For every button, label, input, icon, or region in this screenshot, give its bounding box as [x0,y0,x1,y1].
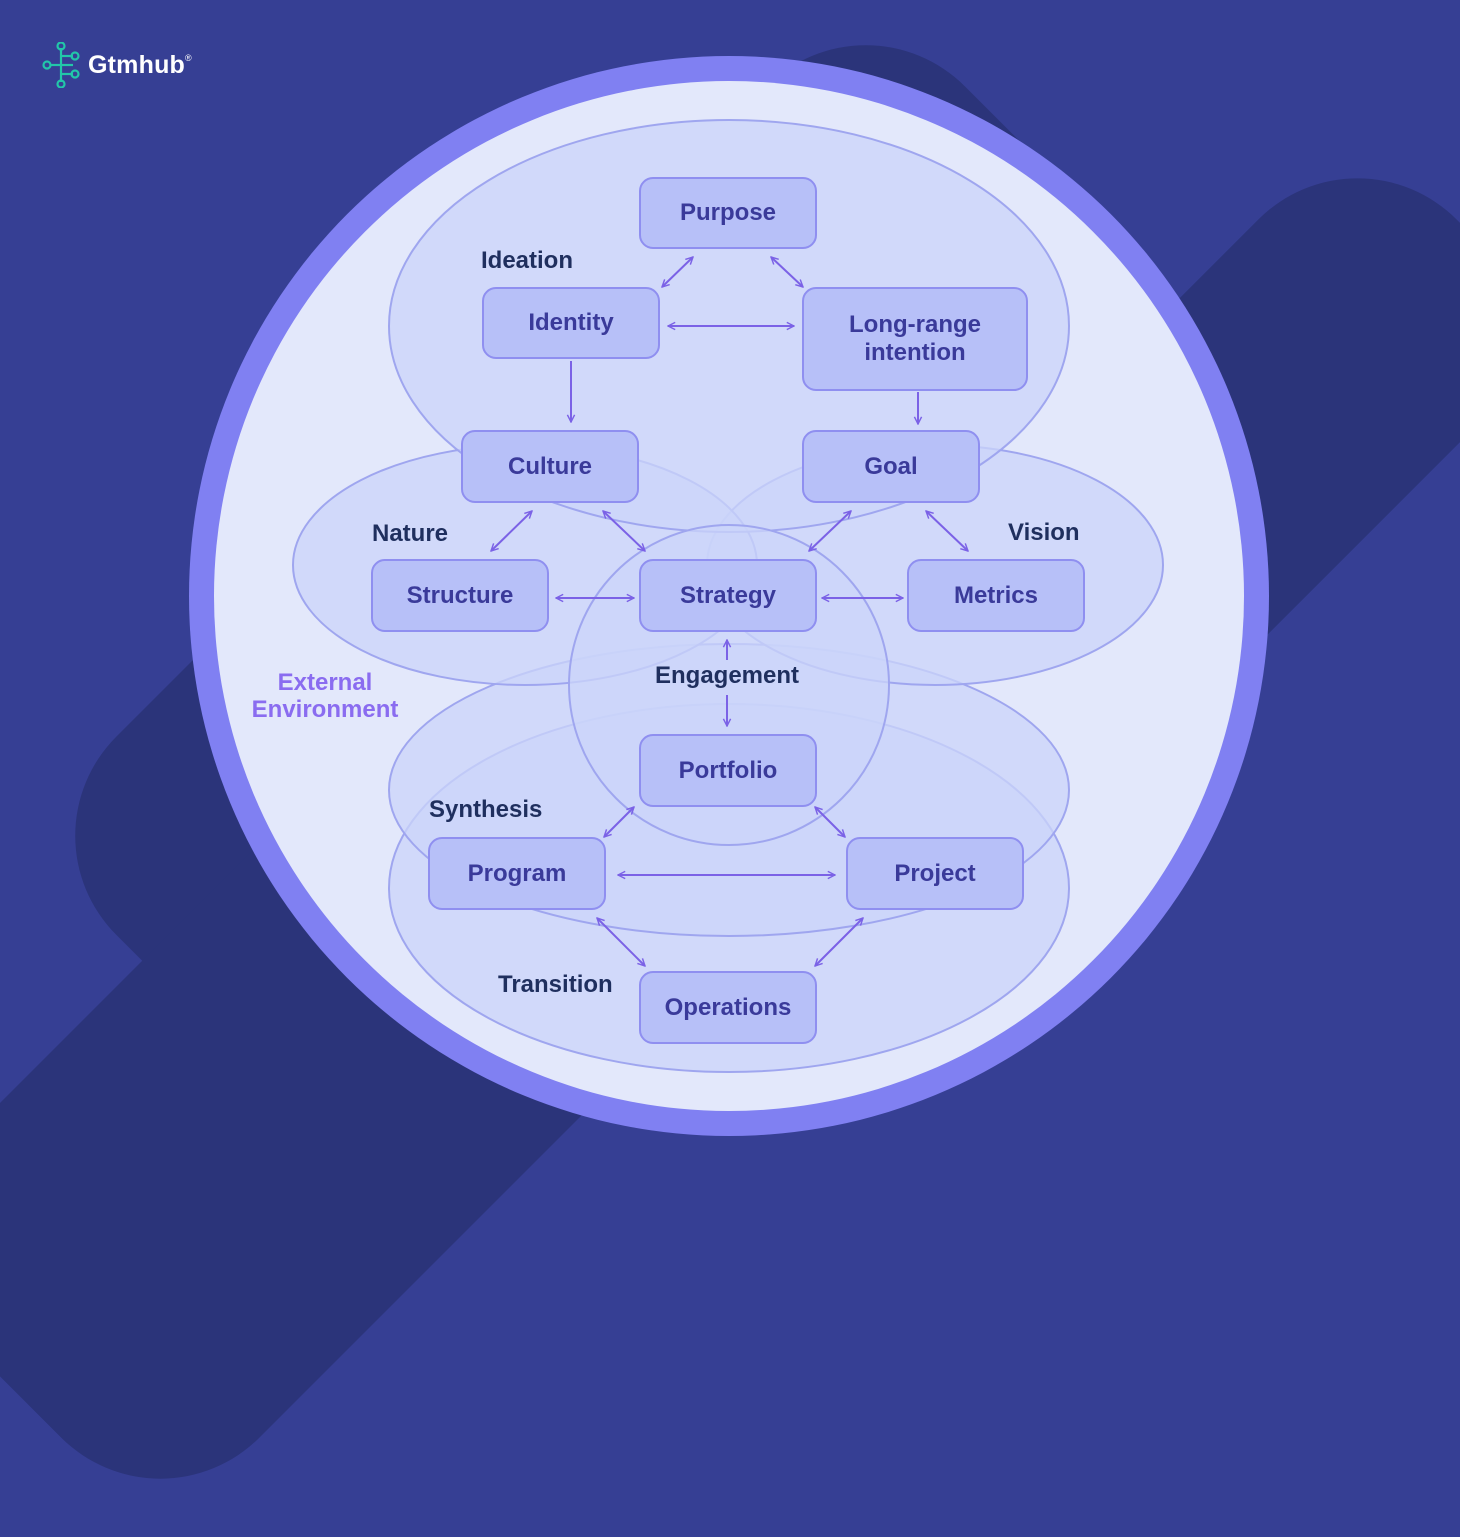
zone-label-vision: Vision [1008,519,1080,546]
node-purpose: Purpose [639,177,817,249]
arrow-purpose-long-range [771,257,803,287]
node-long-range-line1: Long-range [849,311,981,338]
node-structure: Structure [371,559,549,632]
zone-label-engagement: Engagement [655,662,800,689]
arrow-goal-strategy [809,511,851,551]
brand-name: Gtmhub [88,50,186,79]
node-portfolio: Portfolio [639,734,817,807]
node-identity: Identity [482,287,660,359]
zone-label-nature: Nature [372,520,449,547]
node-long-range-intention: Long-range intention [802,287,1028,391]
zone-label-ideation: Ideation [481,247,574,274]
arrow-goal-metrics [926,511,968,551]
external-environment-line1: External [277,669,373,696]
arrow-project-operations [815,918,863,966]
node-goal: Goal [802,430,980,503]
node-program: Program [428,837,606,910]
arrow-portfolio-program [604,807,634,837]
arrow-culture-strategy [603,511,645,551]
gtmhub-logo-icon [42,42,80,88]
node-operations: Operations [639,971,817,1044]
node-metrics: Metrics [907,559,1085,632]
brand-logo: Gtmhub ® [42,42,192,88]
zone-label-transition: Transition [498,971,613,998]
node-project: Project [846,837,1024,910]
arrow-culture-structure [491,511,532,551]
arrow-portfolio-project [815,807,845,837]
registered-mark: ® [185,53,192,63]
external-environment-label: External Environment [240,669,410,723]
arrow-purpose-identity [662,257,693,287]
node-long-range-line2: intention [864,339,966,366]
external-environment-line2: Environment [251,696,399,723]
node-strategy: Strategy [639,559,817,632]
arrow-program-operations [597,918,645,966]
node-culture: Culture [461,430,639,503]
zone-label-synthesis: Synthesis [429,796,543,823]
